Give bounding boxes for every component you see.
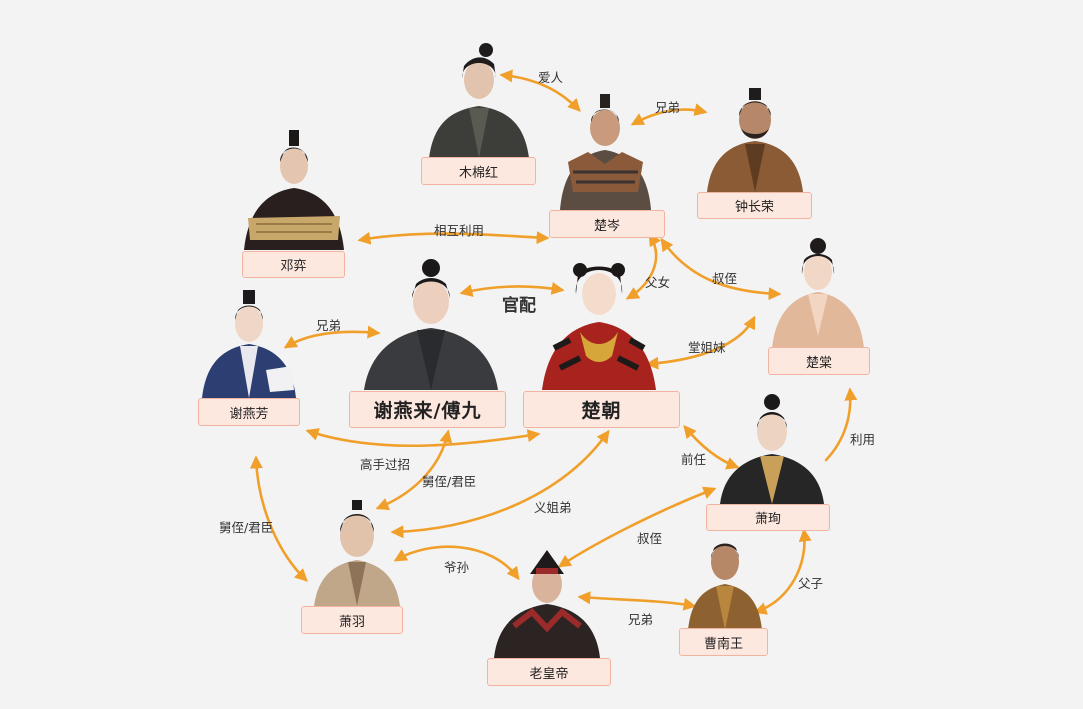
relation-jiuzhi-center: 舅侄/君臣 (422, 474, 477, 489)
relation-xiongdi-bottom: 兄弟 (628, 612, 654, 627)
label-laohuangdi: 老皇帝 (487, 658, 611, 686)
relation-xiongdi-left: 兄弟 (316, 318, 342, 333)
label-chutang: 楚棠 (768, 347, 870, 375)
label-xieyanlai: 谢燕来/傅九 (349, 391, 506, 428)
edge-xieyanfang-xiaoyu (249, 455, 308, 582)
edge-chucen-zhongchangrong (630, 103, 708, 126)
label-xieyanfang: 谢燕芳 (198, 398, 300, 426)
relation-qianren: 前任 (681, 452, 707, 467)
edge-xiaoxun-yunnanwang (753, 528, 812, 615)
portrait-laohuangdi (492, 546, 602, 658)
relation-gaoshouguozhao: 高手过招 (360, 457, 411, 472)
relation-liyong: 利用 (850, 432, 876, 447)
label-xiaoxun: 萧珣 (706, 504, 830, 531)
edge-xieyanfang-xieyanlai (283, 325, 381, 349)
portrait-xieyanlai (362, 258, 500, 390)
relation-airen: 爱人 (538, 70, 564, 85)
portrait-zhongchangrong (705, 86, 805, 192)
label-dengyi: 邓弈 (242, 251, 345, 278)
edge-laohuangdi-yunnanwang (577, 591, 697, 611)
edge-chuzhao-chutang (645, 315, 756, 370)
relation-guanpei: 官配 (502, 296, 536, 316)
label-chuzhao: 楚朝 (523, 391, 680, 428)
portrait-xieyanfang (200, 286, 298, 398)
portrait-yunnanwang (686, 532, 764, 630)
relation-funv: 父女 (645, 275, 671, 290)
portrait-chucen (558, 92, 653, 210)
relation-xiongdi-top: 兄弟 (655, 100, 681, 115)
label-chucen: 楚岑 (549, 210, 665, 238)
edge-xiaoxun-chutang (824, 387, 858, 462)
edge-dengyi-chuzhao (357, 231, 550, 245)
relation-yijiedi: 义姐弟 (534, 500, 572, 515)
edge-chuzhao-xiaoxun (683, 425, 740, 470)
portrait-dengyi (242, 128, 346, 250)
portrait-chuzhao (540, 248, 658, 390)
edge-chucen-chutang (660, 237, 782, 301)
edge-xieyanfang-chuzhao (305, 428, 541, 448)
label-mumianhong: 木棉红 (421, 157, 536, 185)
edge-xiaoxun-laohuangdi (557, 486, 717, 568)
edge-xieyanlai-chuzhao (459, 281, 565, 297)
edge-xiaoyu-laohuangdi (393, 545, 520, 581)
portrait-xiaoxun (718, 392, 826, 504)
relation-fuzi: 父子 (798, 576, 824, 591)
relation-jiuzhi-left: 舅侄/君臣 (219, 520, 274, 535)
portrait-chutang (770, 236, 866, 348)
label-yunnanwang: 曹南王 (679, 628, 768, 656)
relation-tangjiemei: 堂姐妹 (688, 340, 726, 355)
edge-chuzhao-xiaoyu (390, 429, 610, 539)
edge-mumianhong-chucen (499, 69, 581, 112)
relation-shuzhi-top: 叔侄 (712, 271, 738, 286)
portrait-xiaoyu (312, 498, 402, 606)
relation-shuzhi-bottom: 叔侄 (637, 531, 663, 546)
portrait-mumianhong (424, 40, 534, 158)
edge-chucen-chuzhao (625, 232, 661, 300)
relation-yesun: 爷孙 (444, 560, 470, 575)
relation-xianghuliyong: 相互利用 (434, 223, 485, 238)
label-zhongchangrong: 钟长荣 (697, 192, 812, 219)
label-xiaoyu: 萧羽 (301, 606, 403, 634)
